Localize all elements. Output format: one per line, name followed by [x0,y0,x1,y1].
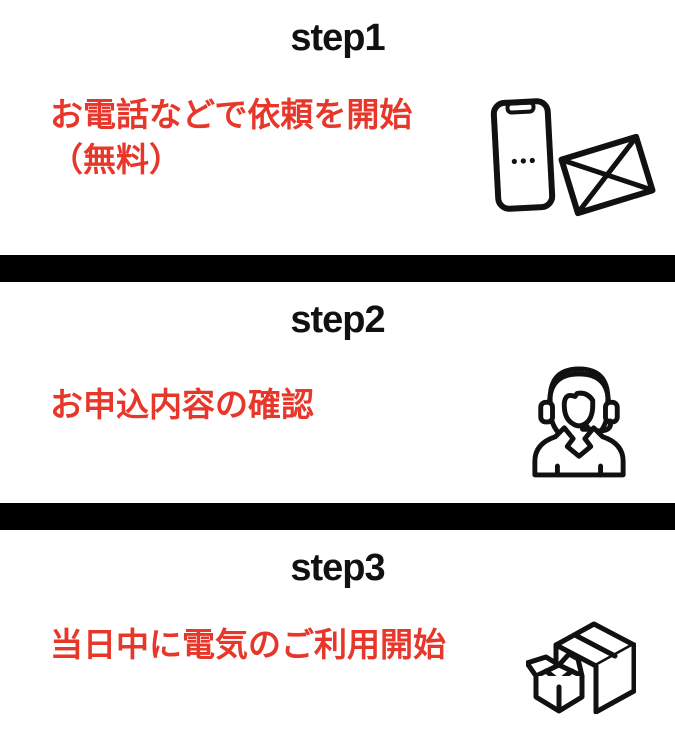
step3-title: step3 [290,547,385,589]
call-operator-headset-icon [528,360,630,478]
step1-section: step1 お電話などで依頼を開始 （無料） [0,0,675,255]
step1-description: お電話などで依頼を開始 （無料） [50,93,412,182]
envelope-icon [557,132,658,218]
step2-description-line1: お申込内容の確認 [50,386,314,423]
step3-section: step3 当日中に電気のご利用開始 [0,530,675,751]
step2-title: step2 [290,299,385,341]
step3-description: 当日中に電気のご利用開始 [50,623,446,668]
step1-title: step1 [290,17,385,59]
step1-description-line1: お電話などで依頼を開始 [50,96,413,133]
step1-description-line2: （無料） [50,140,182,178]
step2-section: step2 お申込内容の確認 [0,282,675,503]
smartphone-icon [489,96,557,213]
step3-description-line1: 当日中に電気のご利用開始 [50,626,446,663]
section-divider [0,503,675,530]
package-boxes-icon [526,620,636,714]
step2-description: お申込内容の確認 [50,383,314,428]
section-divider [0,255,675,282]
